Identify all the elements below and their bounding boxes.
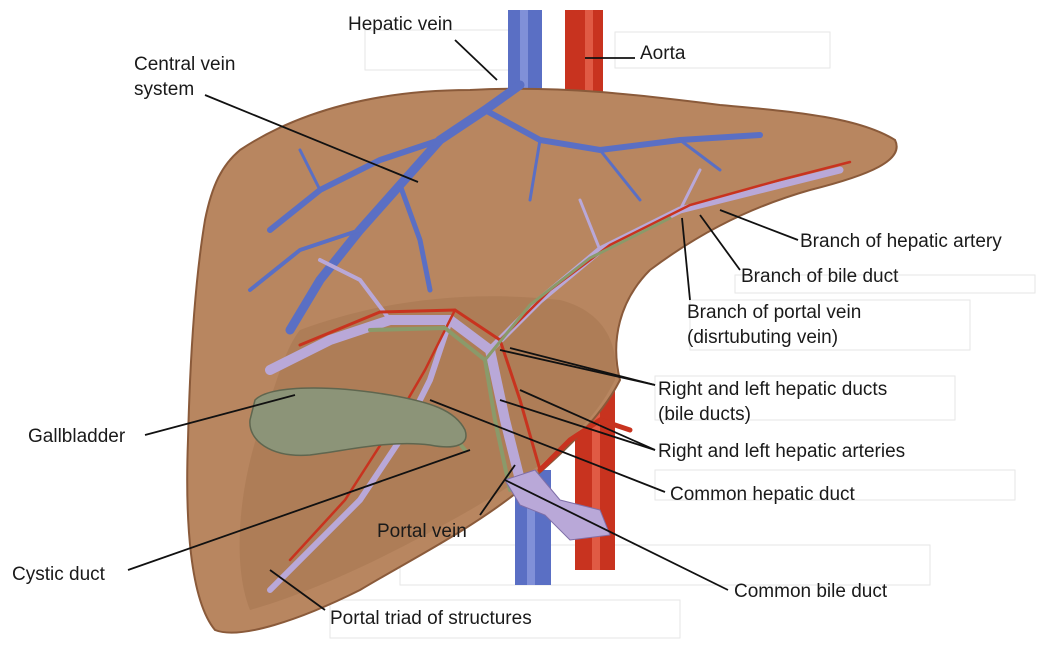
label-portal-vein: Portal vein — [377, 519, 467, 544]
label-hepatic-vein: Hepatic vein — [348, 12, 453, 37]
label-common-hepatic-duct: Common hepatic duct — [670, 482, 855, 507]
label-hepatic-ducts: Right and left hepatic ducts (bile ducts… — [658, 377, 887, 427]
label-central-vein-line-2: system — [134, 77, 235, 102]
label-common-bile-duct: Common bile duct — [734, 579, 887, 604]
label-hepatic-arteries: Right and left hepatic arteries — [658, 439, 905, 464]
label-branch-hepatic-artery: Branch of hepatic artery — [800, 229, 1002, 254]
label-branch-portal-vein-line-1: Branch of portal vein — [687, 300, 861, 325]
label-hepatic-ducts-line-2: (bile ducts) — [658, 402, 887, 427]
label-central-vein-system: Central vein system — [134, 52, 235, 102]
label-hepatic-ducts-line-1: Right and left hepatic ducts — [658, 377, 887, 402]
label-branch-portal-vein-line-2: (disrtubuting vein) — [687, 325, 861, 350]
label-branch-portal-vein: Branch of portal vein (disrtubuting vein… — [687, 300, 861, 350]
label-central-vein-line-1: Central vein — [134, 52, 235, 77]
label-aorta: Aorta — [640, 41, 685, 66]
hepatic-vein-vessel — [508, 10, 542, 90]
label-portal-triad: Portal triad of structures — [330, 606, 532, 631]
label-gallbladder: Gallbladder — [28, 424, 125, 449]
label-branch-bile-duct: Branch of bile duct — [741, 264, 898, 289]
label-cystic-duct: Cystic duct — [12, 562, 105, 587]
